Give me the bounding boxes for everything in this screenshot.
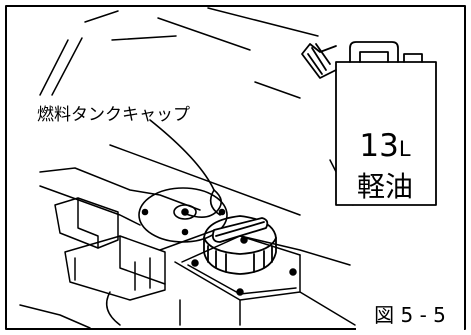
figure-number: 図 5 - 5	[356, 300, 464, 330]
figure-frame	[5, 5, 466, 330]
capacity-value: 13	[359, 128, 399, 164]
fuel-tank-cap-icon	[203, 215, 277, 275]
cap-tether	[149, 119, 222, 218]
fuel-type-label: 軽油	[356, 170, 413, 203]
capacity-unit: L	[398, 137, 411, 161]
fuel-can-capacity: 13L	[336, 128, 434, 167]
filler-flange	[138, 187, 228, 243]
callout-label-fuel-tank-cap: 燃料タンクキャップ	[37, 105, 190, 125]
machine-outline	[19, 7, 356, 329]
fuel-can-icon	[301, 41, 437, 206]
